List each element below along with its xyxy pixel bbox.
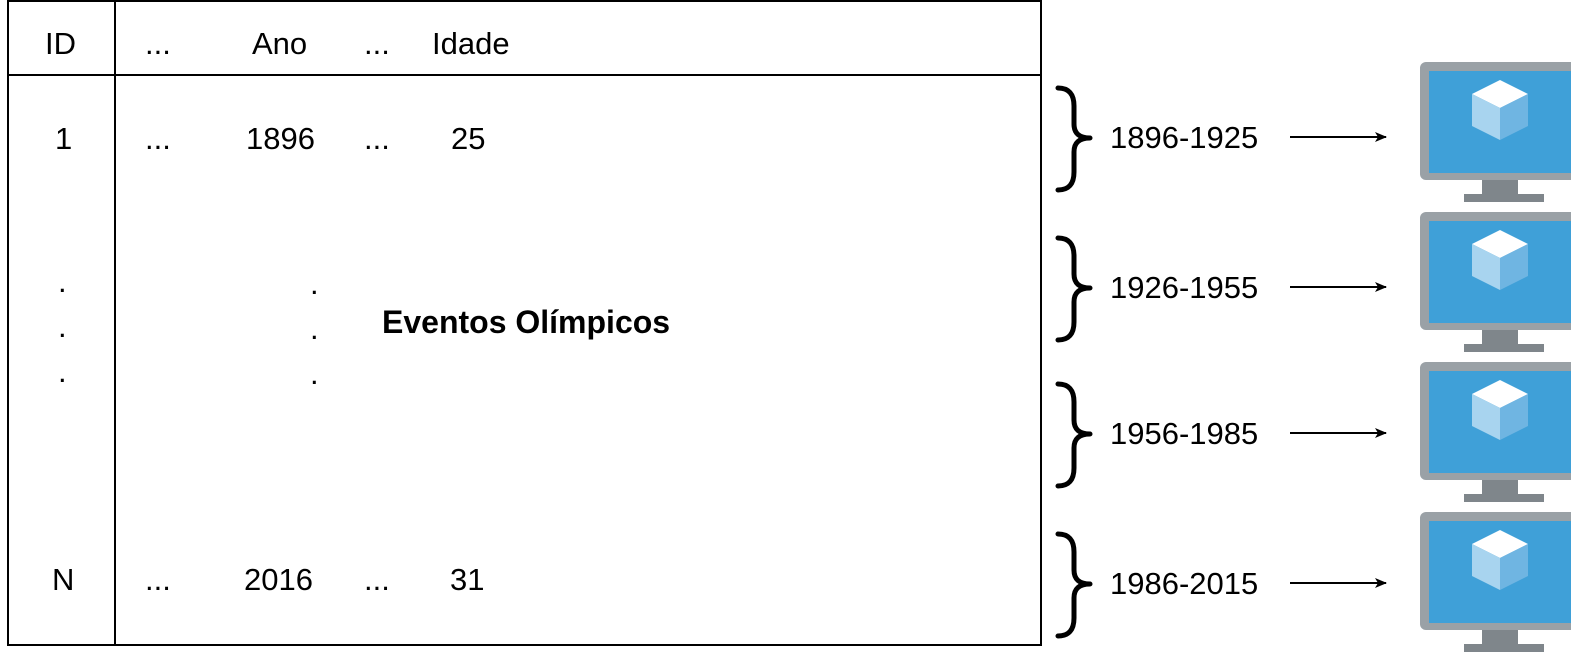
partition-range-1: 1896-1925 bbox=[1110, 120, 1259, 155]
virtual-machine-icon bbox=[1420, 512, 1571, 652]
header-ellipsis-1: ... bbox=[145, 26, 171, 61]
row-n-ellipsis-2: ... bbox=[364, 562, 390, 597]
brace-4 bbox=[1055, 531, 1093, 639]
partition-range-2: 1926-1955 bbox=[1110, 270, 1259, 305]
id-ellipsis-dot-2: . bbox=[58, 309, 67, 344]
partition-range-3: 1956-1985 bbox=[1110, 416, 1259, 451]
virtual-machine-icon bbox=[1420, 62, 1571, 202]
id-ellipsis-dot-3: . bbox=[58, 354, 67, 389]
header-id: ID bbox=[45, 26, 76, 61]
row-1-idade: 25 bbox=[451, 121, 486, 156]
table-title: Eventos Olímpicos bbox=[382, 304, 671, 340]
row-1-ellipsis-1: ... bbox=[145, 121, 171, 156]
row-n-id: N bbox=[52, 562, 75, 597]
data-ellipsis-dot-2: . bbox=[310, 311, 319, 346]
header-idade: Idade bbox=[432, 26, 510, 61]
brace-2 bbox=[1055, 235, 1093, 343]
id-ellipsis-dot-1: . bbox=[58, 264, 67, 299]
table-border bbox=[7, 0, 1042, 646]
data-ellipsis-dot-1: . bbox=[310, 266, 319, 301]
row-n-ellipsis-1: ... bbox=[145, 562, 171, 597]
row-1-ellipsis-2: ... bbox=[364, 121, 390, 156]
header-ano: Ano bbox=[252, 26, 308, 61]
row-1-id: 1 bbox=[55, 121, 73, 156]
row-n-idade: 31 bbox=[450, 562, 485, 597]
row-1-ano: 1896 bbox=[246, 121, 315, 156]
data-ellipsis-dot-3: . bbox=[310, 356, 319, 391]
partition-range-4: 1986-2015 bbox=[1110, 566, 1259, 601]
brace-1 bbox=[1055, 85, 1093, 193]
virtual-machine-icon bbox=[1420, 362, 1571, 502]
virtual-machine-icon bbox=[1420, 212, 1571, 352]
header-ellipsis-2: ... bbox=[364, 26, 390, 61]
row-n-ano: 2016 bbox=[244, 562, 313, 597]
brace-3 bbox=[1055, 381, 1093, 489]
